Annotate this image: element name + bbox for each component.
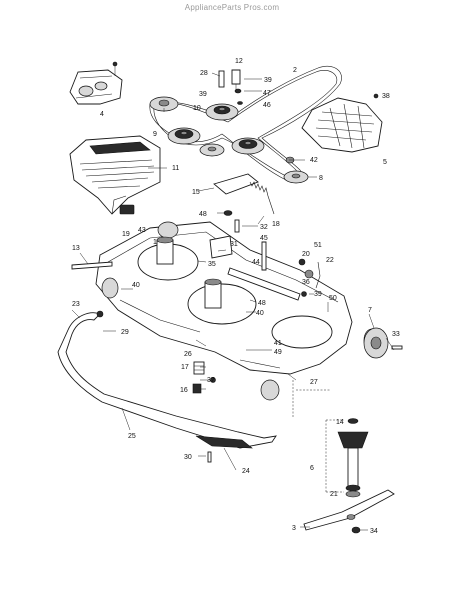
part-48-part-32-hardware [223,210,240,233]
callout-4: 4 [100,111,104,118]
part-5-right-cover [301,97,383,153]
callout-50: 50 [329,295,337,302]
callout-32: 32 [260,224,268,231]
callout-36: 36 [302,279,310,286]
watermark-text: ApplianceParts Pros.com [184,3,280,12]
callout-labels: 12 2 28 39 39 47 46 10 38 4 9 5 42 8 11 … [72,58,400,535]
part-9-pulley [167,127,201,145]
part-15-bracket [213,173,259,195]
part-23-part-25-part-24-baffle [57,310,277,449]
part-18-spring [249,181,275,215]
callout-37: 37 [207,377,215,384]
callout-7: 7 [368,307,372,314]
callout-39-b: 39 [199,91,207,98]
callout-8: 8 [319,175,323,182]
callout-39-c: 39 [314,291,322,298]
part-19-bracket [119,204,135,215]
callout-25: 25 [128,433,136,440]
callout-19: 19 [122,231,130,238]
callout-5: 5 [383,159,387,166]
callout-41: 41 [274,340,282,347]
callout-42: 42 [310,157,318,164]
callout-22: 22 [326,257,334,264]
callout-29: 29 [121,329,129,336]
callout-12: 12 [235,58,243,65]
callout-35: 35 [208,261,216,268]
callout-18: 18 [272,221,280,228]
callout-6: 6 [310,465,314,472]
callout-14: 14 [336,419,344,426]
leader-lines [71,66,395,531]
part-7-wheel [363,327,403,359]
callout-43: 43 [138,227,146,234]
pulley-center-right [231,137,265,155]
callout-13: 13 [72,245,80,252]
callout-47: 47 [263,90,271,97]
callout-10: 10 [193,105,201,112]
hardware-lower [192,361,216,463]
callout-40-a: 40 [132,282,140,289]
callout-23: 23 [72,301,80,308]
callout-17: 17 [181,364,189,371]
callout-30: 30 [184,454,192,461]
callout-27: 27 [310,379,318,386]
part-2-belt [149,65,342,182]
callout-11: 11 [172,165,179,172]
callout-46: 46 [263,102,271,109]
part-8-idler-pulley [283,170,309,184]
callout-49: 49 [274,349,282,356]
pulley-39-center [199,143,225,157]
deck-lift-linkage [71,235,321,301]
part-6-spindle-assembly [337,418,369,498]
part-4-belt-cover [69,69,123,105]
callout-48: 48 [199,211,207,218]
callout-48-b: 48 [258,300,266,307]
deck-spindle-housings [156,236,222,309]
callout-3: 3 [292,525,296,532]
callout-31: 31 [230,241,238,248]
callout-34: 34 [370,528,378,535]
callout-15: 15 [192,189,200,196]
part-10-pulley [205,103,239,121]
callout-39-a: 39 [264,77,272,84]
callout-9: 9 [153,131,157,138]
callout-40-b: 40 [256,310,264,317]
callout-24: 24 [242,468,250,475]
callout-33: 33 [392,331,400,338]
part-11-deck-cover [69,135,161,215]
callout-16: 16 [180,387,188,394]
callout-45: 45 [260,235,268,242]
callout-21: 21 [330,491,338,498]
callout-20: 20 [302,251,310,258]
callout-51: 51 [314,242,322,249]
callout-28: 28 [200,70,208,77]
callout-38: 38 [382,93,390,100]
callout-1: 1 [153,239,157,246]
part-1-mower-deck [95,221,381,401]
callout-26: 26 [184,351,192,358]
callout-2: 2 [293,67,297,74]
callout-44: 44 [252,259,260,266]
